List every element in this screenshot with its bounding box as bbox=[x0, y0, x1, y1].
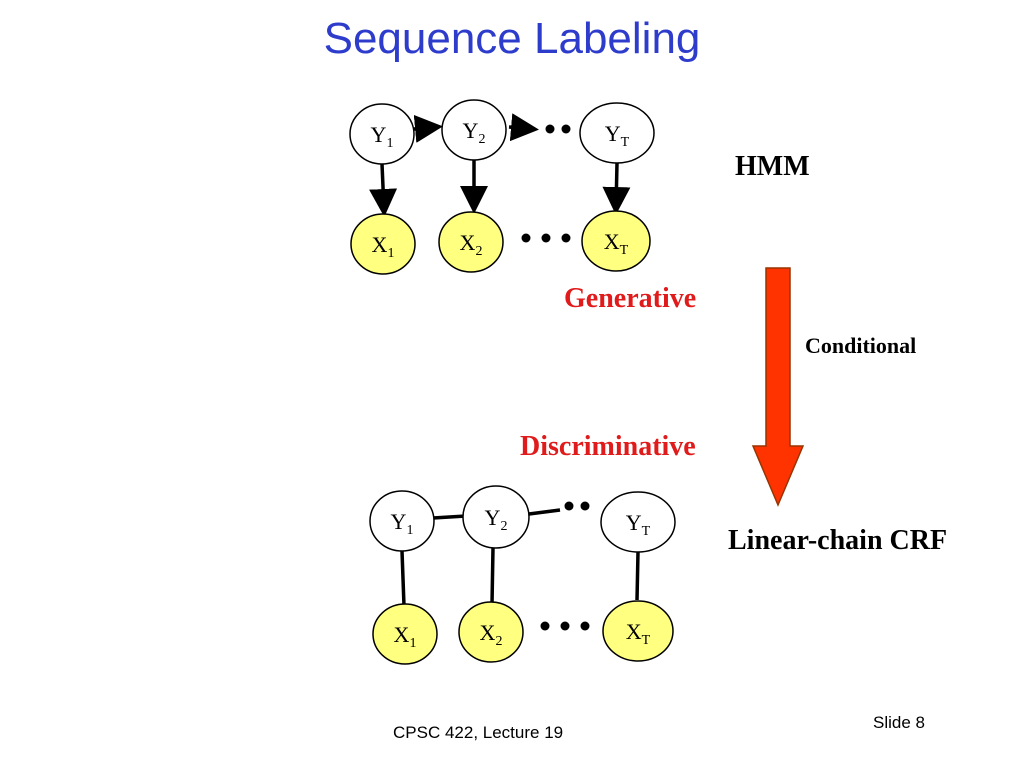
hmm-edge-y1-x1 bbox=[369, 163, 398, 217]
crf-graph: Y1 Y2 YT X1 X2 XT bbox=[369, 485, 676, 665]
conditional-arrow-icon bbox=[751, 267, 805, 507]
footer-slide-number: Slide 8 bbox=[873, 713, 925, 732]
crf-node-x1: X1 bbox=[372, 603, 438, 665]
svg-text:Y1: Y1 bbox=[391, 509, 414, 538]
generative-label: Generative bbox=[564, 283, 696, 314]
crf-label: Linear-chain CRF bbox=[728, 525, 947, 556]
hmm-edge-y2-yt bbox=[508, 113, 539, 142]
svg-text:Y2: Y2 bbox=[463, 118, 486, 147]
conditional-label: Conditional bbox=[805, 333, 916, 358]
svg-text:X1: X1 bbox=[372, 232, 395, 261]
svg-text:Y2: Y2 bbox=[485, 505, 508, 534]
hmm-edge-yt-xt bbox=[602, 162, 631, 215]
svg-text:Y1: Y1 bbox=[371, 122, 394, 151]
hmm-node-y1: Y1 bbox=[349, 103, 415, 165]
svg-text:XT: XT bbox=[604, 229, 629, 258]
crf-edge-y1-y2 bbox=[432, 514, 467, 520]
crf-y-ellipsis bbox=[564, 501, 590, 511]
crf-edge-yt-xt bbox=[635, 551, 640, 601]
hmm-node-y2: Y2 bbox=[441, 99, 507, 161]
discriminative-label: Discriminative bbox=[520, 431, 696, 462]
hmm-y-ellipsis bbox=[545, 124, 571, 134]
hmm-label: HMM bbox=[735, 151, 810, 182]
crf-edge-y2-x2 bbox=[490, 547, 495, 605]
crf-node-x2: X2 bbox=[458, 601, 524, 663]
crf-x-ellipsis bbox=[540, 621, 590, 631]
crf-node-yt: YT bbox=[600, 491, 676, 553]
crf-edge-y2-yt bbox=[528, 508, 561, 516]
crf-node-xt: XT bbox=[602, 600, 674, 662]
crf-edge-y1-x1 bbox=[400, 550, 406, 607]
svg-text:XT: XT bbox=[626, 619, 651, 648]
crf-node-y2: Y2 bbox=[462, 485, 530, 549]
footer-course: CPSC 422, Lecture 19 bbox=[393, 723, 564, 742]
svg-text:X1: X1 bbox=[394, 622, 417, 651]
crf-node-y1: Y1 bbox=[369, 490, 435, 552]
hmm-node-xt: XT bbox=[581, 210, 651, 272]
hmm-x-ellipsis bbox=[521, 233, 571, 243]
hmm-edge-y1-y2 bbox=[413, 114, 443, 143]
svg-text:X2: X2 bbox=[480, 620, 503, 649]
svg-text:YT: YT bbox=[626, 510, 651, 539]
slide-title: Sequence Labeling bbox=[323, 14, 701, 63]
hmm-node-x1: X1 bbox=[350, 213, 416, 275]
hmm-graph: Y1 Y2 YT X1 X2 XT bbox=[349, 99, 655, 275]
svg-text:YT: YT bbox=[605, 121, 630, 150]
hmm-node-yt: YT bbox=[579, 102, 655, 164]
svg-text:X2: X2 bbox=[460, 230, 483, 259]
hmm-node-x2: X2 bbox=[438, 211, 504, 273]
